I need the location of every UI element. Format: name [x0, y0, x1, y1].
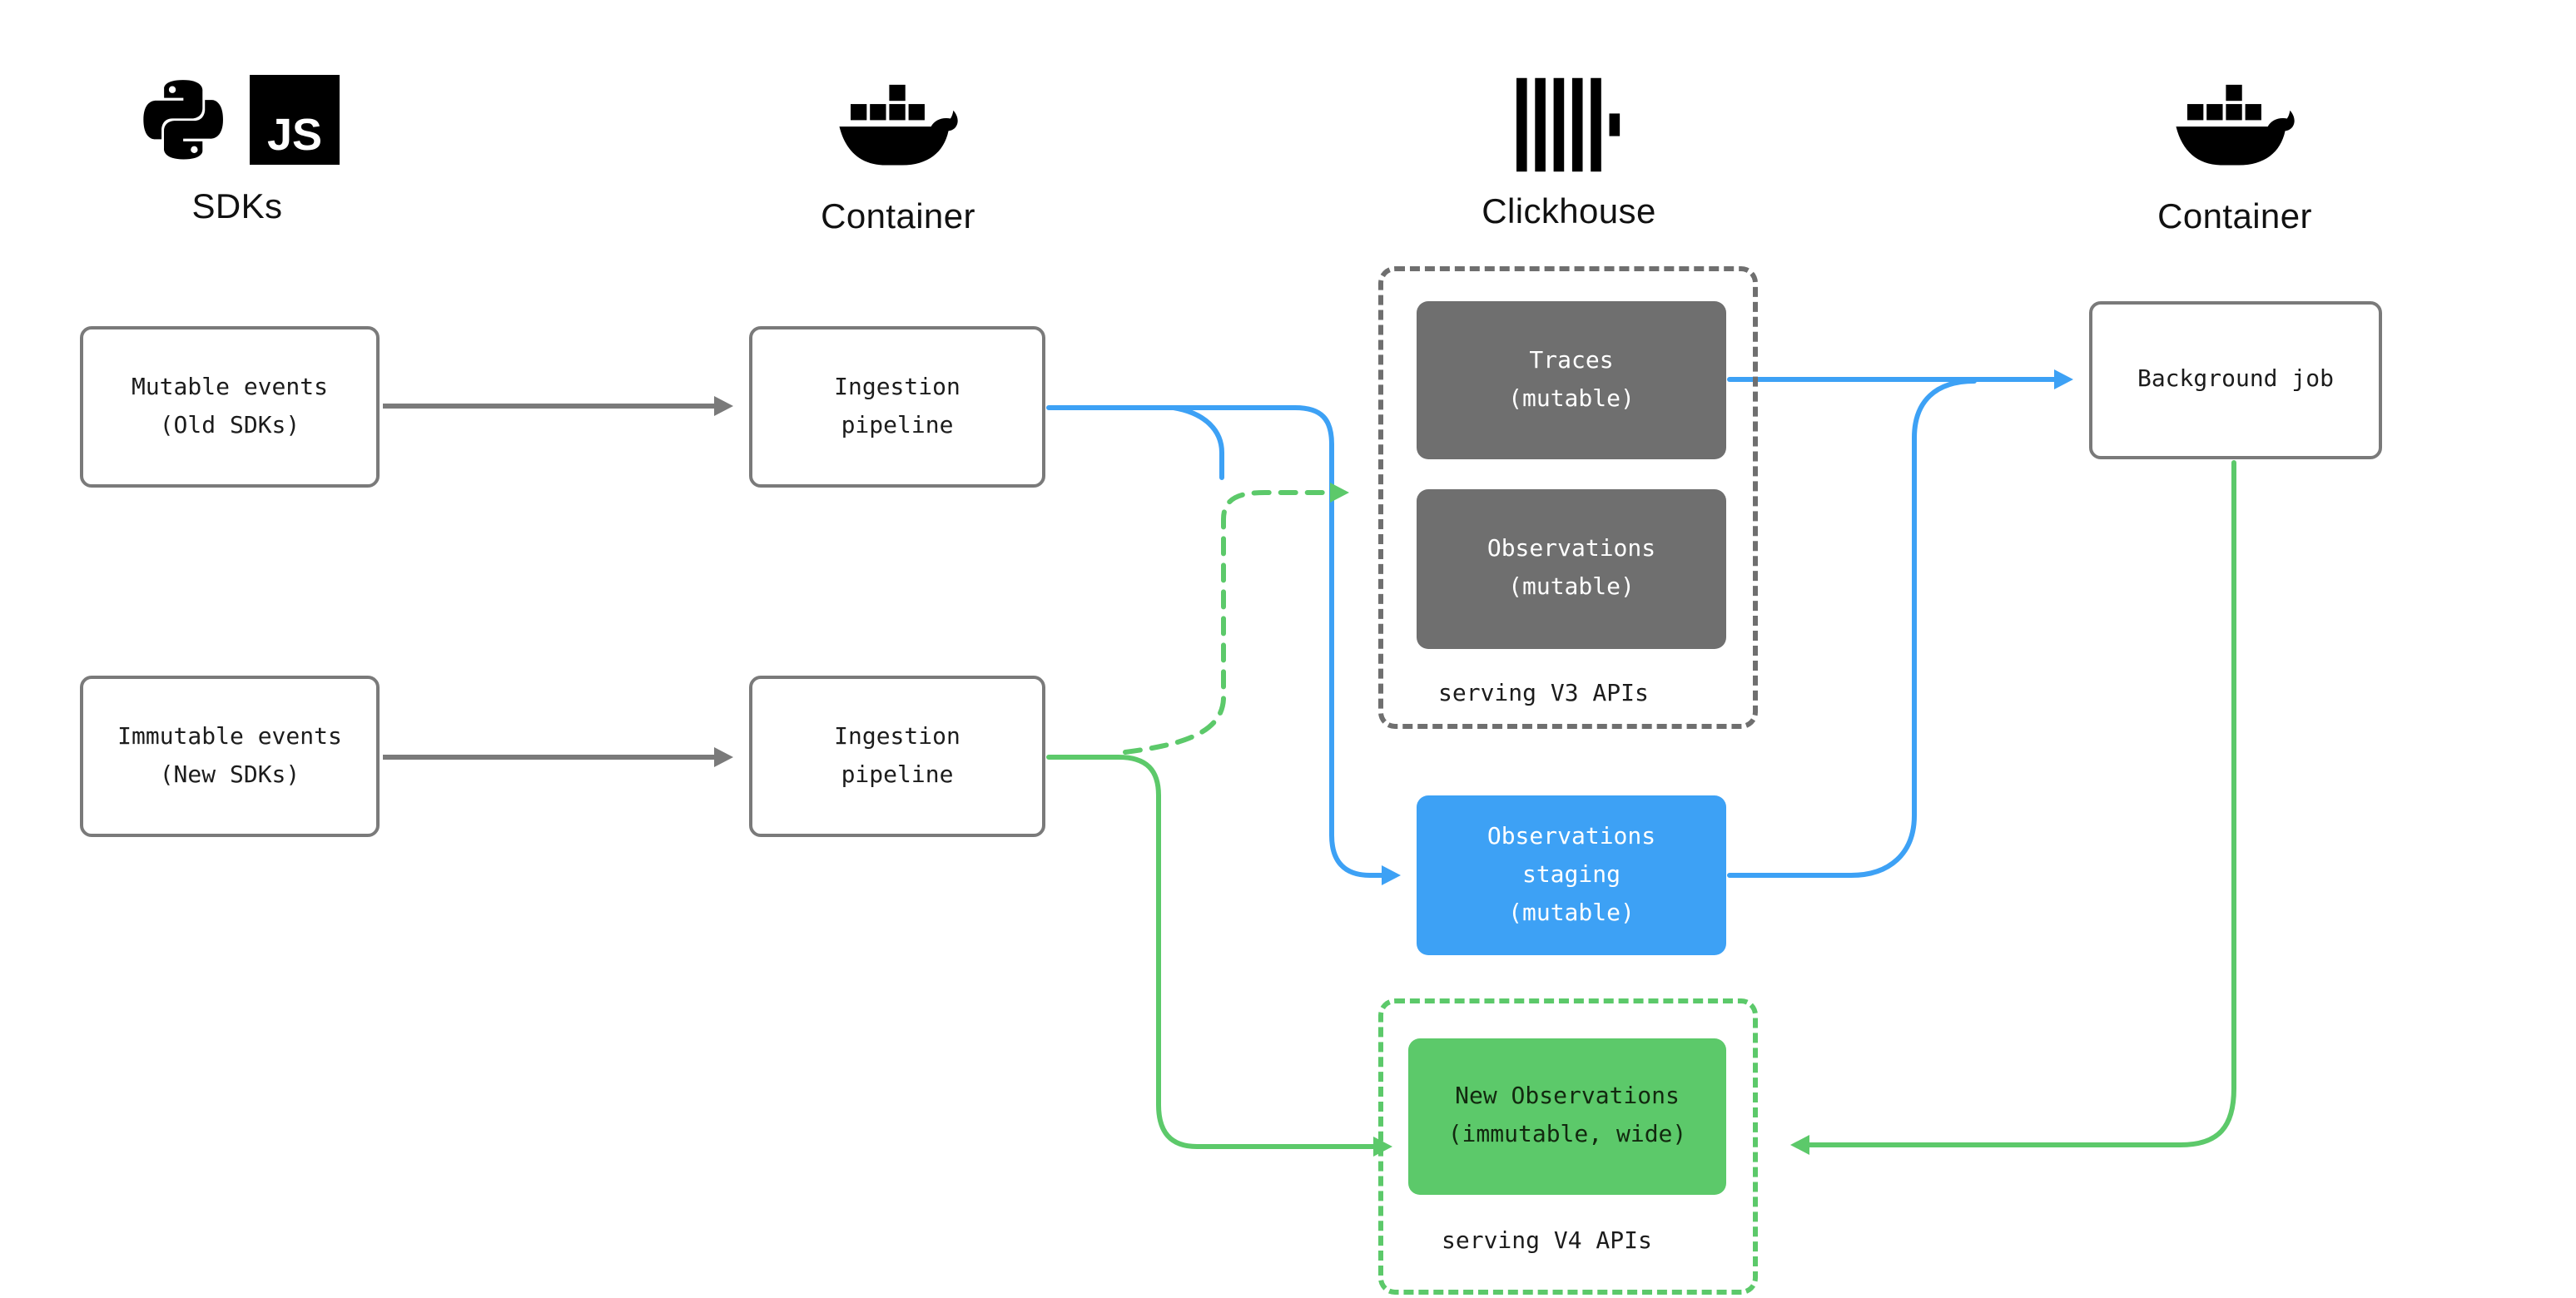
node-new-observations: New Observations (immutable, wide) — [1408, 1038, 1726, 1195]
header-container-left: Container — [752, 80, 1044, 238]
python-icon — [143, 80, 223, 160]
header-sdks: JS SDKs — [92, 70, 383, 228]
header-clickhouse: Clickhouse — [1423, 75, 1715, 233]
container-left-icons — [836, 80, 960, 180]
node-label: (mutable) — [1508, 574, 1635, 601]
node-label: New Observations — [1455, 1083, 1680, 1110]
sdks-icons: JS — [135, 70, 340, 170]
node-label: (mutable) — [1508, 385, 1635, 412]
v4-tables-group — [1378, 998, 1758, 1295]
wire-ingestion-top-to-staging — [1046, 405, 1401, 885]
node-label: (mutable) — [1508, 899, 1635, 926]
node-mutable-events: Mutable events (Old SDKs) — [80, 326, 380, 488]
javascript-icon-label: JS — [266, 110, 323, 160]
wire-background-job-to-new-observations — [1790, 460, 2236, 1155]
javascript-icon: JS — [250, 75, 340, 165]
wire-dashed-to-observations-mutable — [1123, 483, 1349, 755]
header-container-right: Container — [2089, 80, 2380, 238]
node-label: pipeline — [841, 761, 954, 788]
node-label: Observations — [1487, 536, 1656, 562]
node-background-job: Background job — [2089, 301, 2382, 459]
wire-ingestion-bottom-to-new-observations — [1046, 755, 1392, 1157]
node-label: Immutable events — [117, 723, 342, 750]
container-right-header-label: Container — [2157, 198, 2312, 236]
v3-group-caption: serving V3 APIs — [1438, 681, 1649, 707]
clickhouse-icons — [1516, 75, 1622, 175]
node-ingestion-pipeline-bottom: Ingestion pipeline — [749, 676, 1045, 837]
node-label: Observations — [1487, 823, 1656, 850]
node-label: (Old SDKs) — [159, 412, 300, 438]
node-immutable-events: Immutable events (New SDKs) — [80, 676, 380, 837]
container-left-header-label: Container — [821, 198, 975, 236]
docker-icon — [2175, 84, 2294, 166]
node-ingestion-pipeline-top: Ingestion pipeline — [749, 326, 1045, 488]
clickhouse-header-label: Clickhouse — [1482, 193, 1656, 231]
node-observations-staging: Observations staging (mutable) — [1417, 795, 1726, 955]
v3-tables-group — [1378, 266, 1758, 729]
node-label: Ingestion — [834, 723, 960, 750]
node-label: staging — [1521, 861, 1621, 888]
node-observations: Observations (mutable) — [1417, 489, 1726, 649]
wire-staging-to-background-job — [1727, 379, 1977, 878]
wire-ingestion-top-branch-to-v3 — [1171, 405, 1224, 480]
node-label: Background job — [2137, 366, 2334, 393]
node-label: pipeline — [841, 412, 954, 438]
node-traces: Traces (mutable) — [1417, 301, 1726, 459]
node-label: Mutable events — [131, 374, 328, 400]
node-label: (New SDKs) — [159, 761, 300, 788]
node-label: Traces — [1529, 347, 1614, 374]
v4-group-caption: serving V4 APIs — [1442, 1228, 1652, 1255]
clickhouse-icon — [1516, 77, 1620, 172]
container-right-icons — [2173, 80, 2296, 180]
node-label: (immutable, wide) — [1447, 1122, 1687, 1148]
docker-icon — [838, 84, 957, 166]
sdks-header-label: SDKs — [191, 188, 283, 226]
node-label: Ingestion — [834, 374, 960, 400]
